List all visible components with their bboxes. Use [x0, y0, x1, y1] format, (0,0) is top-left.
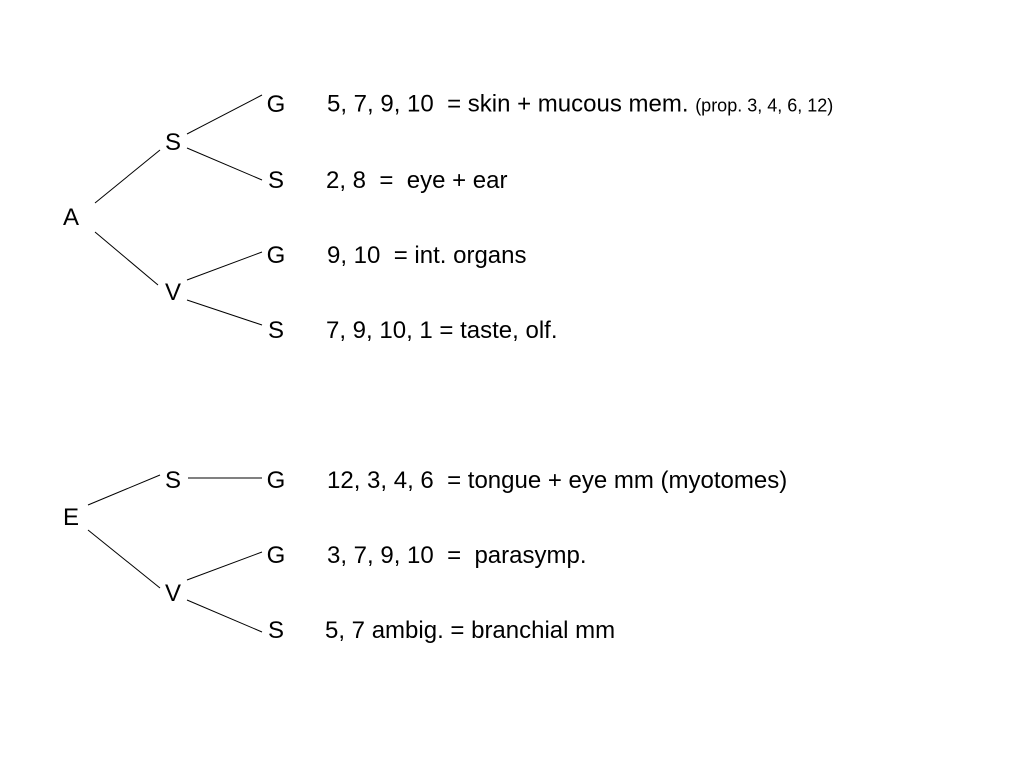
node-afferent-somatic: S — [164, 129, 182, 156]
node-efferent-somatic: S — [164, 467, 182, 494]
desc-afferent-visceral-general: 9, 10 = int. organs — [327, 242, 526, 270]
target-text: = branchial mm — [450, 617, 616, 644]
node-efferent-root: E — [62, 504, 80, 531]
edge-a-to-av — [94, 231, 159, 286]
node-efferent-somatic-general: G — [266, 467, 286, 494]
target-text: = eye + ear — [379, 167, 508, 194]
edge-as-to-asg — [186, 94, 263, 135]
nerve-list: 5, 7, 9, 10 — [327, 90, 434, 118]
desc-efferent-visceral-special: 5, 7 ambig. = branchial mm — [325, 617, 615, 645]
target-text: = tongue + eye mm (myotomes) — [447, 467, 788, 494]
desc-efferent-visceral-general: 3, 7, 9, 10 = parasymp. — [327, 542, 587, 570]
edge-e-to-ev — [87, 529, 161, 589]
nerve-list: 7, 9, 10, 1 — [326, 317, 433, 344]
target-text: = parasymp. — [447, 542, 587, 569]
desc-efferent-somatic-general: 12, 3, 4, 6 = tongue + eye mm (myotomes) — [327, 467, 787, 495]
node-efferent-visceral: V — [164, 580, 182, 607]
edge-as-to-ass — [186, 147, 263, 181]
target-text: = int. organs — [393, 242, 527, 269]
target-text: = skin + mucous mem. — [447, 90, 689, 118]
node-afferent-somatic-general: G — [266, 91, 286, 118]
edge-ev-to-evg — [186, 551, 263, 581]
desc-afferent-visceral-special: 7, 9, 10, 1 = taste, olf. — [326, 317, 558, 345]
edge-ev-to-evs — [186, 599, 263, 633]
target-text: = taste, olf. — [439, 317, 558, 344]
nerve-list: 3, 7, 9, 10 — [327, 542, 434, 569]
node-afferent-somatic-special: S — [267, 167, 285, 194]
nerve-list: 2, 8 — [326, 167, 367, 194]
node-efferent-visceral-special: S — [267, 617, 285, 644]
node-afferent-visceral: V — [164, 279, 182, 306]
node-efferent-visceral-general: G — [266, 542, 286, 569]
edge-e-to-es — [87, 474, 161, 506]
node-afferent-visceral-special: S — [267, 317, 285, 344]
node-afferent-visceral-general: G — [266, 242, 286, 269]
edge-av-to-avs — [186, 299, 263, 326]
node-afferent-root: A — [62, 204, 80, 231]
edge-a-to-as — [94, 149, 161, 204]
nerve-list: 12, 3, 4, 6 — [327, 467, 434, 494]
note-text: (prop. 3, 4, 6, 12) — [695, 95, 834, 116]
desc-afferent-somatic-general: 5, 7, 9, 10 = skin + mucous mem. (prop. … — [327, 91, 833, 120]
nerve-list: 9, 10 — [327, 242, 381, 269]
nerve-list: 5, 7 ambig. — [325, 617, 444, 644]
desc-afferent-somatic-special: 2, 8 = eye + ear — [326, 167, 507, 195]
edge-av-to-avg — [186, 251, 263, 281]
